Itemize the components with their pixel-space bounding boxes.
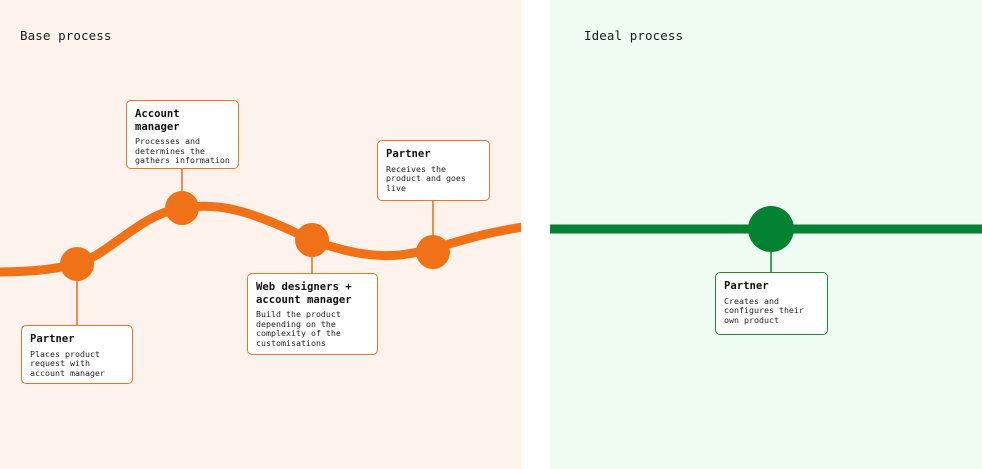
step-card-title: Partner [724,280,769,292]
step-card-title: Partner [386,148,431,160]
ideal-process-flow [550,206,982,273]
step-card-title: Web designers + account manager [256,281,352,306]
step-card-description: Processes and determines the gathers inf… [135,136,230,166]
base-process-flow [0,168,521,326]
base-process-title: Base process [20,28,112,43]
step-node [60,247,94,281]
step-card-title: Account manager [135,108,180,133]
step-card-title: Partner [30,333,75,345]
step-card-description: Creates and configures their own product [724,295,804,325]
step-card-partner-request: Partner Places product request with acco… [21,325,133,384]
step-card-web-designers: Web designers + account manager Build th… [247,273,378,355]
step-node [165,191,199,225]
step-card-partner-self-serve: Partner Creates and configures their own… [715,272,828,335]
base-process-panel: Base process Partner Places product requ… [0,0,521,469]
step-node [748,206,794,252]
step-card-description: Build the product depending on the compl… [256,309,341,348]
step-card-account-manager: Account manager Processes and determines… [126,100,239,169]
ideal-process-panel: Ideal process Partner Creates and config… [550,0,982,469]
step-node [295,223,329,257]
step-card-partner-live: Partner Receives the product and goes li… [377,140,490,201]
step-card-description: Places product request with account mana… [30,348,105,378]
step-card-description: Receives the product and goes live [386,163,466,193]
step-node [416,235,450,269]
ideal-process-title: Ideal process [584,28,684,43]
